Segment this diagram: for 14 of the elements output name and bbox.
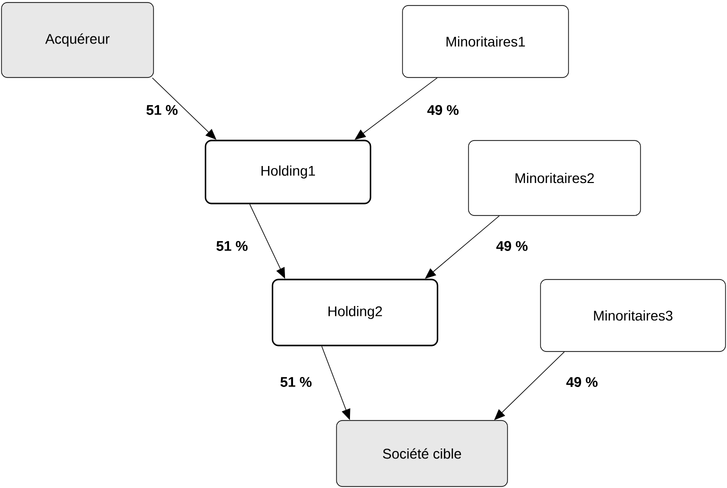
box: Minoritaires2	[468, 140, 641, 216]
edge-label: 49 %	[496, 241, 528, 251]
edge-label: 51 %	[280, 377, 312, 387]
edge-label: 49 %	[566, 377, 598, 387]
edge-label: 49 %	[427, 105, 459, 115]
box: Holding2	[272, 278, 438, 346]
box: Minoritaires1	[402, 5, 569, 78]
box: Société cible	[336, 420, 508, 487]
box: Minoritaires3	[540, 279, 726, 352]
box: Acquéreur	[1, 2, 154, 78]
edge-label: 51 %	[146, 105, 178, 115]
box: Holding1	[204, 140, 372, 204]
arrow	[354, 78, 438, 140]
edge-label: 51 %	[216, 241, 248, 251]
